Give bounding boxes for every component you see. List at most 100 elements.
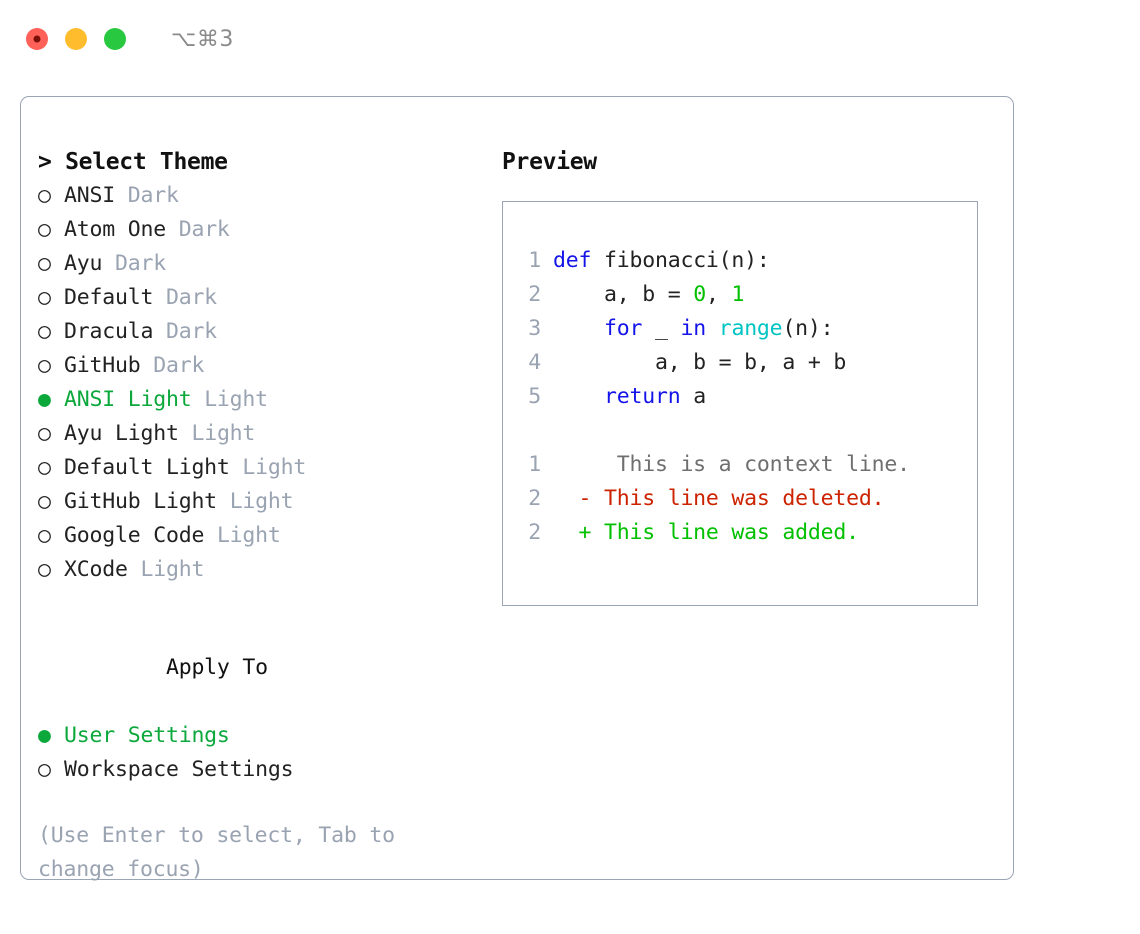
code-token: _	[642, 316, 681, 341]
radio-unselected-icon[interactable]: ○	[38, 557, 51, 582]
theme-option-default-light[interactable]: ○ Default Light Light	[38, 451, 488, 485]
apply-to-option-label: User Settings	[64, 723, 230, 748]
theme-option-ansi-light[interactable]: ●ANSI Light Light	[38, 383, 488, 417]
theme-list[interactable]: ○ANSI Dark○Atom One Dark○Ayu Dark○Defaul…	[38, 179, 488, 587]
line-number: 5	[528, 384, 541, 409]
apply-to-label: Apply To	[38, 617, 488, 719]
radio-unselected-icon[interactable]: ○	[38, 319, 51, 344]
main-panel: > Select Theme ○ANSI Dark○Atom One Dark○…	[20, 96, 1014, 882]
apply-to-list[interactable]: ● User Settings ○ Workspace Settings	[38, 719, 488, 787]
theme-option-atom-one[interactable]: ○ Atom One Dark	[38, 213, 488, 247]
apply-to-option-workspace-settings[interactable]: ○ Workspace Settings	[38, 753, 488, 787]
theme-variant-tag: Light	[191, 421, 256, 446]
theme-name: Ayu	[64, 251, 115, 276]
radio-unselected-icon[interactable]: ○	[38, 285, 51, 310]
minimize-window-icon[interactable]	[65, 28, 87, 50]
code-line: 4 a, b = b, a + b	[517, 346, 910, 380]
radio-unselected-icon[interactable]: ○	[38, 251, 51, 276]
radio-selected-icon[interactable]: ●	[38, 723, 51, 748]
theme-variant-tag: Light	[229, 489, 294, 514]
radio-unselected-icon[interactable]: ○	[38, 489, 51, 514]
line-number: 1	[528, 248, 541, 273]
theme-name: GitHub Light	[64, 489, 230, 514]
radio-unselected-icon[interactable]: ○	[38, 353, 51, 378]
code-token: a, b = b, a + b	[553, 350, 847, 375]
theme-name: ANSI Light	[64, 387, 205, 412]
diff-marker: -	[553, 486, 592, 511]
code-token: 0	[693, 282, 706, 307]
diff-text: This is a context line.	[591, 452, 910, 477]
theme-option-google-code[interactable]: ○Google Code Light	[38, 519, 488, 553]
window-titlebar: ⌥⌘3	[0, 0, 1140, 78]
code-token: ,	[705, 282, 732, 307]
code-line: 1 def fibonacci(n):	[517, 244, 910, 278]
apply-to-option-label: Workspace Settings	[64, 757, 294, 782]
code-token: def	[553, 248, 604, 273]
code-token: a, b =	[553, 282, 694, 307]
line-number: 4	[528, 350, 541, 375]
code-token: (n):	[782, 316, 834, 341]
code-line: 3 for _ in range(n):	[517, 312, 910, 346]
radio-unselected-icon[interactable]: ○	[38, 421, 51, 446]
radio-unselected-icon[interactable]: ○	[38, 523, 51, 548]
theme-variant-tag: Light	[242, 455, 307, 480]
preview-title: Preview	[502, 149, 597, 175]
diff-line-ctx: 1 This is a context line.	[517, 448, 910, 482]
code-token: fibonacci(n):	[603, 248, 770, 273]
code-line: 5 return a	[517, 380, 910, 414]
theme-option-ayu[interactable]: ○ Ayu Dark	[38, 247, 488, 281]
maximize-window-icon[interactable]	[104, 28, 126, 50]
radio-unselected-icon[interactable]: ○	[38, 183, 51, 208]
code-token: range	[718, 316, 783, 341]
code-token: for	[603, 316, 643, 341]
keyboard-shortcut-label: ⌥⌘3	[171, 26, 234, 52]
page-title: > Select Theme	[38, 149, 228, 175]
code-token	[553, 316, 604, 341]
code-token: a	[680, 384, 706, 409]
traffic-light-group	[26, 28, 126, 50]
theme-name: Default Light	[64, 455, 243, 480]
theme-variant-tag: Dark	[153, 353, 205, 378]
diff-marker: +	[553, 520, 592, 545]
code-blank-line	[517, 414, 910, 448]
code-token: 1	[731, 282, 745, 307]
theme-variant-tag: Dark	[127, 183, 179, 208]
theme-option-ayu-light[interactable]: ○ Ayu Light Light	[38, 417, 488, 451]
theme-variant-tag: Light	[140, 557, 205, 582]
line-number: 2	[528, 282, 541, 307]
code-token	[553, 384, 604, 409]
code-line: 2 a, b = 0, 1	[517, 278, 910, 312]
theme-option-github[interactable]: ○ GitHub Dark	[38, 349, 488, 383]
keyboard-hint: (Use Enter to select, Tab to change focu…	[38, 823, 395, 882]
diff-line-add: 2 + This line was added.	[517, 516, 910, 550]
theme-option-xcode[interactable]: ○ XCode Light	[38, 553, 488, 587]
apply-to-indent	[140, 651, 166, 685]
theme-name: Atom One	[64, 217, 179, 242]
theme-variant-tag: Dark	[178, 217, 230, 242]
theme-name: GitHub	[64, 353, 154, 378]
radio-unselected-icon[interactable]: ○	[38, 757, 51, 782]
theme-name: Google Code	[64, 523, 217, 548]
code-token: in	[680, 316, 706, 341]
theme-name: Ayu Light	[64, 421, 192, 446]
theme-picker-column: > Select Theme ○ANSI Dark○Atom One Dark○…	[38, 145, 488, 887]
apply-to-option-user-settings[interactable]: ● User Settings	[38, 719, 488, 753]
radio-unselected-icon[interactable]: ○	[38, 217, 51, 242]
diff-text: This line was deleted.	[591, 486, 885, 511]
theme-option-dracula[interactable]: ○Dracula Dark	[38, 315, 488, 349]
theme-option-ansi[interactable]: ○ ANSI Dark	[38, 179, 488, 213]
radio-unselected-icon[interactable]: ○	[38, 455, 51, 480]
theme-name: ANSI	[64, 183, 128, 208]
line-number: 1	[528, 452, 541, 477]
radio-selected-icon[interactable]: ●	[38, 387, 51, 412]
theme-option-default[interactable]: ○Default Dark	[38, 281, 488, 315]
diff-marker	[553, 452, 591, 477]
theme-option-github-light[interactable]: ○ GitHub Light Light	[38, 485, 488, 519]
theme-name: XCode	[64, 557, 141, 582]
line-number: 2	[528, 486, 541, 511]
close-window-icon[interactable]	[26, 28, 48, 50]
theme-variant-tag: Dark	[114, 251, 166, 276]
